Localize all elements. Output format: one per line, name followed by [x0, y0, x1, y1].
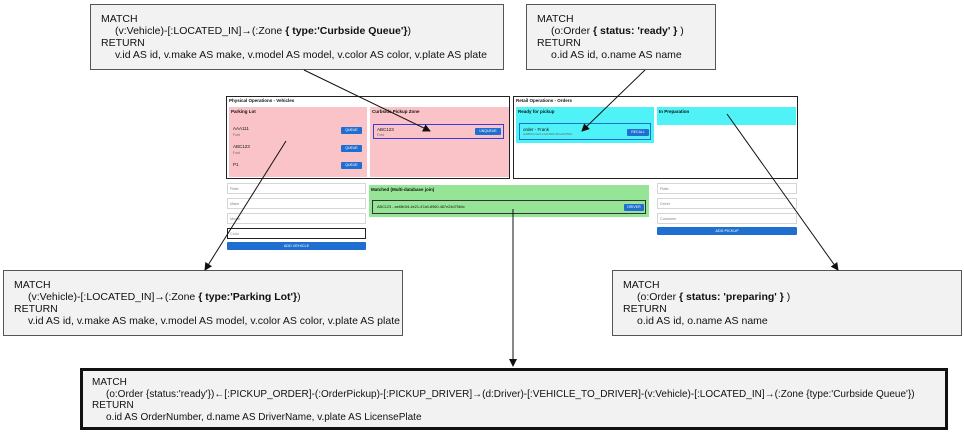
panel-title: Physical Operations - Vehicles	[229, 98, 295, 103]
ready-query-box: MATCH (o:Order { status: 'ready' } ) RET…	[526, 4, 716, 70]
preparing-query-box: MATCH (o:Order { status: 'preparing' } )…	[612, 270, 962, 336]
matched-item-text: ABC123 - ae6fb1f4-4e21-47a0-8960-487e24d…	[377, 205, 465, 209]
plate-field[interactable]: Plate	[657, 183, 797, 194]
vehicle-item: P1	[233, 162, 239, 167]
physical-operations-panel: Physical Operations - Vehicles Parking L…	[226, 96, 510, 179]
query-keyword-match: MATCH	[623, 279, 660, 291]
query-filter: { status: 'preparing' }	[679, 291, 784, 303]
query-return-clause: o.id AS id, o.name AS name	[637, 315, 768, 327]
add-pickup-button[interactable]: ADD PICKUP	[657, 227, 797, 235]
arrow-to-preparing-query	[726, 113, 839, 271]
model-field[interactable]: Model	[227, 213, 366, 224]
app-mockup: Physical Operations - Vehicles Parking L…	[226, 96, 798, 254]
zone-title: Matched (Multi-database join)	[371, 187, 435, 192]
matched-card: ABC123 - ae6fb1f4-4e21-47a0-8960-487e24d…	[372, 200, 646, 214]
query-keyword-return: RETURN	[14, 303, 58, 315]
query-keyword-return: RETURN	[623, 303, 667, 315]
query-return-clause: o.id AS OrderNumber, d.name AS DriverNam…	[106, 411, 422, 423]
vehicle-make: Ford	[377, 133, 384, 137]
curbside-pickup-zone: Curbside Pickup Zone ABC123 Ford UNQUEUE	[370, 107, 509, 177]
vehicle-plate: AAA111	[233, 126, 249, 131]
query-pattern: (v:Vehicle)-[:LOCATED_IN]→(:Zone	[28, 291, 199, 303]
query-keyword-match: MATCH	[101, 13, 138, 25]
add-vehicle-button[interactable]: ADD VEHICLE	[227, 242, 366, 250]
curbside-query-box: MATCH (v:Vehicle)-[:LOCATED_IN]→(:Zone {…	[90, 4, 504, 70]
vehicle-item: AAA111 Ford	[233, 126, 249, 137]
panel-title: Retail Operations - Orders	[516, 98, 573, 103]
make-field[interactable]: Make	[227, 198, 366, 209]
customer-field[interactable]: Customer	[657, 213, 797, 224]
arrow-to-curbside-zone	[303, 69, 431, 132]
arrow-to-parking-lot-zone	[204, 140, 287, 271]
query-keyword-return: RETURN	[101, 37, 145, 49]
query-return-clause: v.id AS id, v.make AS make, v.model AS m…	[28, 315, 400, 327]
zone-title: Parking Lot	[231, 109, 256, 114]
query-keyword-match: MATCH	[14, 279, 51, 291]
queue-button[interactable]: QUEUE	[341, 127, 362, 134]
query-return-clause: o.id AS id, o.name AS name	[551, 49, 682, 61]
query-pattern: (o:Order {status:'ready'})←[:PICKUP_ORDE…	[106, 388, 915, 400]
parking-query-box: MATCH (v:Vehicle)-[:LOCATED_IN]→(:Zone {…	[3, 270, 403, 336]
in-preparation-zone: In Preparation	[657, 107, 796, 125]
order-name: order - Frank	[523, 127, 550, 132]
vehicle-make: Ford	[233, 133, 240, 137]
join-query-box: MATCH (o:Order {status:'ready'})←[:PICKU…	[80, 368, 948, 430]
query-filter: { status: 'ready' }	[593, 25, 678, 37]
query-return-clause: v.id AS id, v.make AS make, v.model AS m…	[115, 49, 487, 61]
query-filter: { type:'Parking Lot'}	[198, 291, 298, 303]
curbside-vehicle-card: ABC123 Ford UNQUEUE	[373, 124, 504, 139]
driver-field[interactable]: Driver	[657, 198, 797, 209]
recall-button[interactable]: RECALL	[627, 129, 649, 136]
query-pattern: (v:Vehicle)-[:LOCATED_IN]→(:Zone	[115, 25, 286, 37]
query-keyword-match: MATCH	[537, 13, 574, 25]
vehicle-plate: P1	[233, 162, 239, 167]
plate-field[interactable]: Plate	[227, 183, 366, 194]
zone-title: In Preparation	[659, 109, 690, 114]
query-keyword-match: MATCH	[92, 377, 127, 388]
vehicle-plate: ABC123	[377, 127, 394, 132]
query-keyword-return: RETURN	[92, 400, 134, 411]
unqueue-button[interactable]: UNQUEUE	[475, 128, 501, 135]
order-id: ae6f8b1f4-4e21-47a0-8960-487e24d75b0c	[523, 133, 573, 136]
query-keyword-return: RETURN	[537, 37, 581, 49]
parking-lot-zone: Parking Lot AAA111 Ford QUEUE ABC123 For…	[229, 107, 367, 177]
arrow-to-ready-zone	[581, 69, 646, 132]
order-item: order - Frank ae6f8b1f4-4e21-47a0-8960-4…	[523, 127, 572, 136]
queue-button[interactable]: QUEUE	[341, 162, 362, 169]
matched-zone: Matched (Multi-database join) ABC123 - a…	[369, 185, 649, 217]
query-pattern: (o:Order	[551, 25, 594, 37]
query-filter: { type:'Curbside Queue'}	[285, 25, 408, 37]
zone-title: Ready for pickup	[518, 109, 555, 114]
zone-title: Curbside Pickup Zone	[372, 109, 420, 114]
vehicle-plate: ABC123	[233, 144, 250, 149]
query-pattern: (o:Order	[637, 291, 680, 303]
driver-button[interactable]: DRIVER	[624, 204, 644, 211]
vehicle-item: ABC123 Ford	[377, 127, 394, 137]
vehicle-item: ABC123 Ford	[233, 144, 250, 155]
vehicle-make: Ford	[233, 151, 240, 155]
queue-button[interactable]: QUEUE	[341, 145, 362, 152]
